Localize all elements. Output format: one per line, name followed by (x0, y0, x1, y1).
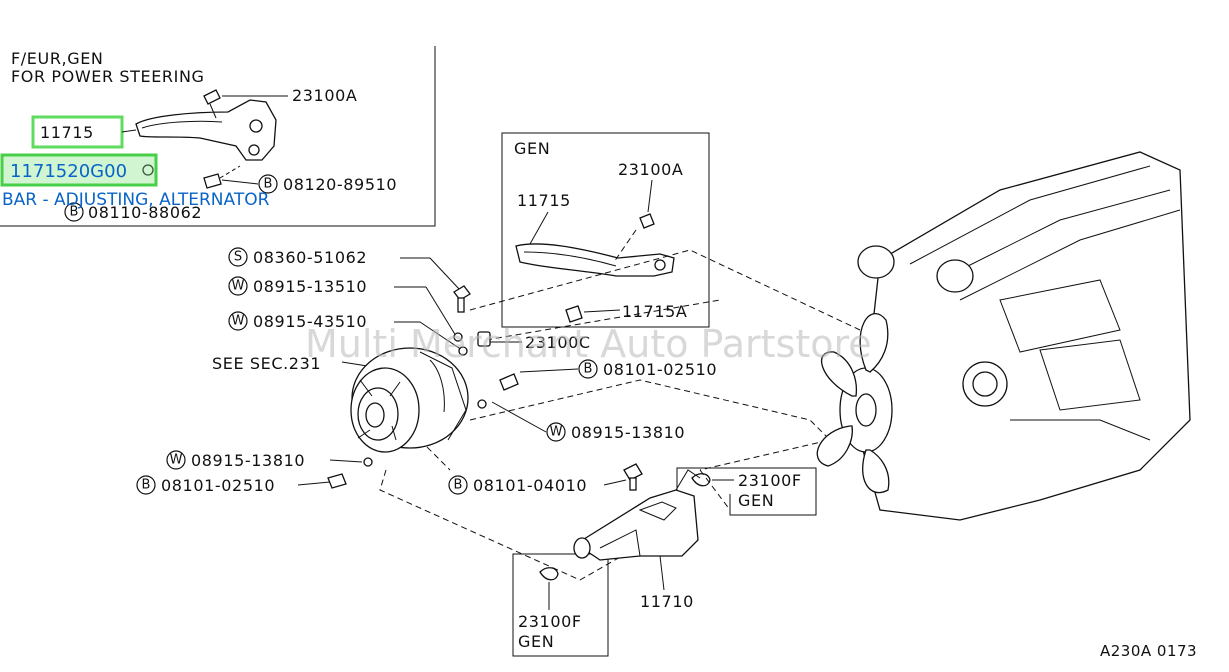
label-w-08915-13510: W 08915-13510 (228, 276, 457, 337)
dashed-guides (379, 249, 861, 581)
alternator-drawing (350, 347, 469, 453)
svg-text:B: B (454, 478, 463, 493)
label-w-08915-13810-a: W 08915-13810 (491, 401, 685, 442)
fan-drawing (816, 313, 893, 494)
inset-gen: GEN 23100A 11715 11715A (501, 132, 710, 328)
part-callout[interactable]: 1171520G00 BAR - ADJUSTING, ALTERNATOR (0, 153, 270, 210)
inset-gen-title: GEN (514, 139, 550, 158)
label-b-08101-02510-b: B 08101-02510 (136, 475, 331, 495)
svg-text:23100C: 23100C (525, 333, 591, 352)
label-b-08101-04010: B 08101-04010 (448, 475, 627, 495)
svg-text:08915-13810: 08915-13810 (191, 451, 305, 470)
svg-text:08915-13510: 08915-13510 (253, 277, 367, 296)
svg-text:B: B (264, 177, 273, 192)
ps-label-11715: 11715 (40, 123, 94, 142)
label-23100F-gen-a: 23100F GEN (676, 467, 817, 516)
ps-label-bolt-b1: 08120-89510 (283, 175, 397, 194)
svg-text:GEN: GEN (518, 632, 554, 651)
svg-text:W: W (170, 453, 183, 468)
svg-text:08915-13810: 08915-13810 (571, 423, 685, 442)
svg-text:B: B (70, 205, 79, 220)
label-s-08360: S 08360-51062 (228, 247, 461, 291)
gen-label-23100A: 23100A (618, 160, 683, 179)
svg-text:GEN: GEN (738, 491, 774, 510)
callout-description: BAR - ADJUSTING, ALTERNATOR (2, 190, 270, 210)
svg-text:SEE SEC.231: SEE SEC.231 (212, 354, 321, 373)
svg-text:B: B (142, 478, 151, 493)
label-23100F-gen-b: 23100F GEN (512, 553, 609, 657)
svg-text:11710: 11710 (640, 592, 694, 611)
ps-label-bolt-b2: 08110-88062 (88, 203, 202, 222)
engine-drawing (816, 151, 1191, 521)
svg-text:W: W (232, 279, 245, 294)
svg-text:W: W (232, 314, 245, 329)
svg-text:08101-02510: 08101-02510 (603, 360, 717, 379)
ps-label-11715-box[interactable]: 11715 (31, 115, 124, 149)
ps-label-23100A: 23100A (292, 86, 357, 105)
svg-text:23100F: 23100F (738, 471, 802, 490)
label-23100C: 23100C (490, 333, 591, 352)
inset-power-steering: F/EUR,GEN FOR POWER STEERING 23100A 1171… (0, 46, 436, 227)
svg-text:08360-51062: 08360-51062 (253, 248, 367, 267)
svg-text:W: W (550, 425, 563, 440)
svg-text:08915-43510: 08915-43510 (253, 312, 367, 331)
bracket-11710-drawing (573, 469, 701, 561)
label-b-08101-02510-a: B 08101-02510 (519, 359, 717, 379)
watermark: Multi Merchant Auto Partstore (305, 322, 872, 366)
figure-code: A230A 0173 (1100, 642, 1197, 660)
svg-text:S: S (234, 250, 242, 265)
fasteners (327, 285, 643, 491)
svg-text:B: B (584, 362, 593, 377)
gen-label-11715: 11715 (517, 191, 571, 210)
label-w-08915-13810-b: W 08915-13810 (166, 450, 363, 470)
ps-bolt-b1: B 08120-89510 (258, 174, 397, 194)
inset-ps-title-1: F/EUR,GEN (11, 49, 104, 68)
callout-part-number: 1171520G00 (10, 161, 127, 182)
svg-text:08101-04010: 08101-04010 (473, 476, 587, 495)
svg-text:08101-02510: 08101-02510 (161, 476, 275, 495)
inset-ps-title-2: FOR POWER STEERING (11, 67, 205, 86)
label-w-08915-43510: W 08915-43510 (228, 311, 463, 351)
ps-bracket-drawing (135, 89, 277, 189)
ps-bolt-b2: B 08110-88062 (64, 202, 202, 222)
label-11710: 11710 (640, 555, 694, 611)
svg-text:23100F: 23100F (518, 612, 582, 631)
